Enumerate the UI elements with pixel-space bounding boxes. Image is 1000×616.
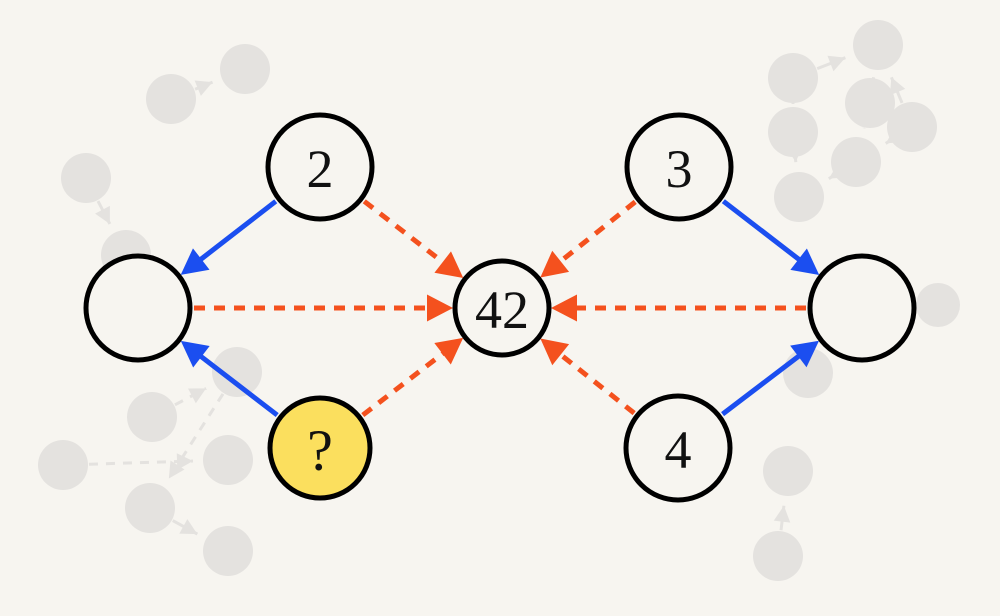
background-node: [146, 74, 196, 124]
solid-edge: [198, 199, 278, 263]
background-node: [125, 483, 175, 533]
background-node: [768, 53, 818, 103]
node-label-nquery: ?: [307, 418, 333, 483]
solid-arrowhead: [790, 340, 820, 368]
dashed-arrowhead: [434, 337, 464, 365]
solid-arrowhead: [790, 248, 820, 276]
node-circle[interactable]: [624, 112, 734, 222]
node-circle[interactable]: [452, 258, 552, 358]
background-node: [853, 20, 903, 70]
background-arrowhead: [194, 80, 213, 96]
dashed-edge: [556, 350, 636, 416]
background-node: [887, 102, 937, 152]
background-arrowhead: [188, 388, 207, 404]
background-node: [203, 435, 253, 485]
node-circle[interactable]: [623, 393, 733, 503]
solid-arrowhead: [180, 340, 210, 368]
background-node: [212, 347, 262, 397]
solid-edge: [721, 199, 802, 263]
background-node: [831, 137, 881, 187]
background-edge: [88, 459, 194, 466]
dashed-arrowhead: [427, 294, 453, 322]
dashed-edge: [361, 349, 448, 418]
dashed-edge: [555, 199, 637, 266]
node-circle[interactable]: [807, 253, 917, 363]
graph-node-ncenter[interactable]: 42: [452, 258, 552, 358]
node-label-n3: 3: [666, 139, 693, 199]
background-edge: [174, 387, 207, 407]
main-edge-layer: [180, 199, 820, 418]
background-node: [916, 283, 960, 327]
graph-node-nright[interactable]: [807, 253, 917, 363]
background-node: [61, 153, 111, 203]
node-circle-highlighted[interactable]: [267, 395, 373, 501]
background-node: [763, 446, 813, 496]
dashed-arrowhead: [540, 250, 570, 278]
solid-edge: [721, 353, 802, 417]
node-label-n4: 4: [665, 420, 692, 480]
background-node: [220, 44, 270, 94]
graph-node-n3[interactable]: 3: [624, 112, 734, 222]
dashed-arrowhead: [551, 294, 577, 322]
node-label-n2: 2: [307, 139, 334, 199]
background-node: [203, 526, 253, 576]
graph-node-nleft[interactable]: [83, 253, 193, 363]
background-node: [127, 392, 177, 442]
main-node-layer: 2 3 42? 4: [83, 112, 917, 503]
node-circle[interactable]: [265, 112, 375, 222]
node-circle[interactable]: [83, 253, 193, 363]
solid-edge: [198, 353, 279, 418]
dashed-arrowhead: [540, 338, 570, 366]
background-arrowhead: [179, 519, 198, 535]
background-arrowhead: [773, 505, 791, 523]
graph-node-n2[interactable]: 2: [265, 112, 375, 222]
background-graph-layer: [38, 20, 960, 581]
graph-node-nquery[interactable]: ?: [267, 395, 373, 501]
dashed-arrowhead: [434, 251, 464, 278]
background-arrowhead: [827, 55, 846, 72]
dashed-edge: [362, 199, 448, 267]
background-node: [845, 78, 895, 128]
background-node: [768, 107, 818, 157]
solid-arrowhead: [180, 248, 210, 275]
background-node: [38, 440, 88, 490]
background-node: [774, 172, 824, 222]
background-arrowhead: [889, 77, 906, 96]
background-arrowhead: [95, 205, 110, 224]
background-node: [753, 531, 803, 581]
background-arrowhead: [168, 460, 185, 479]
node-label-ncenter: 42: [475, 280, 529, 340]
graph-node-n4[interactable]: 4: [623, 393, 733, 503]
